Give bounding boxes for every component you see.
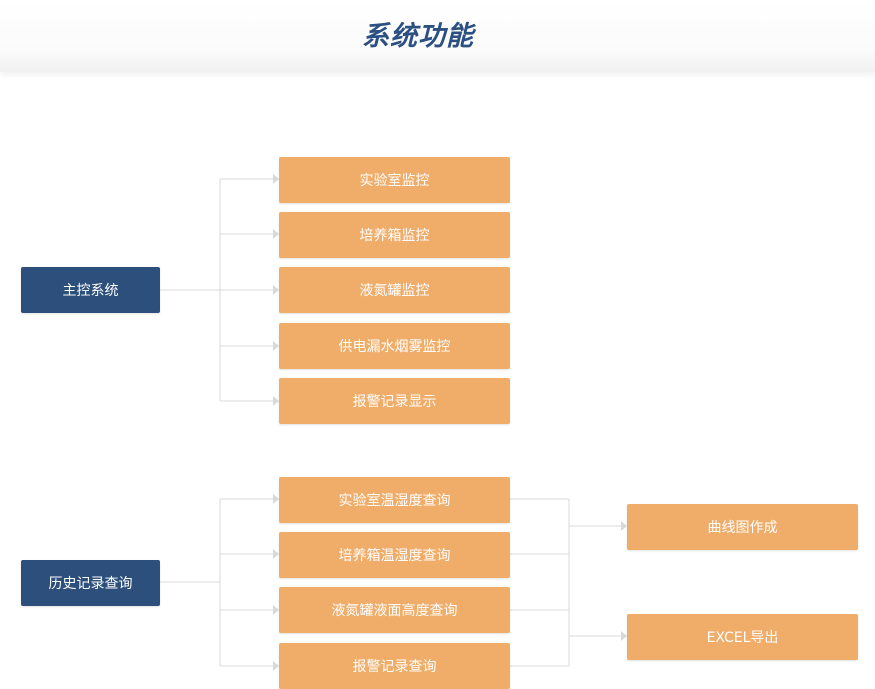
incubator-temp-humidity-query-node[interactable]: 培养箱温湿度查询 (279, 532, 510, 578)
alarm-record-display-node[interactable]: 报警记录显示 (279, 378, 510, 424)
arrowhead (273, 229, 279, 239)
arrowhead (621, 631, 627, 641)
excel-export-node[interactable]: EXCEL导出 (627, 614, 858, 660)
lab-temp-humidity-query-node[interactable]: 实验室温湿度查询 (279, 477, 510, 523)
page-title: 系统功能 (362, 21, 474, 52)
arrowhead (273, 285, 279, 295)
incubator-monitor-node[interactable]: 培养箱监控 (279, 212, 510, 258)
header-bar: 系统功能 (0, 0, 875, 72)
liquid-nitrogen-level-query-node[interactable]: 液氮罐液面高度查询 (279, 587, 510, 633)
arrowhead (621, 521, 627, 531)
main-control-system-node[interactable]: 主控系统 (21, 267, 160, 313)
arrowhead (273, 661, 279, 671)
arrowhead (273, 174, 279, 184)
liquid-nitrogen-monitor-node[interactable]: 液氮罐监控 (279, 267, 510, 313)
arrowhead (273, 549, 279, 559)
history-query-node[interactable]: 历史记录查询 (21, 560, 160, 606)
arrowhead (273, 494, 279, 504)
arrowhead (273, 341, 279, 351)
arrowhead (273, 396, 279, 406)
lab-monitor-node[interactable]: 实验室监控 (279, 157, 510, 203)
power-leak-smoke-monitor-node[interactable]: 供电漏水烟雾监控 (279, 323, 510, 369)
arrowhead (273, 605, 279, 615)
alarm-record-query-node[interactable]: 报警记录查询 (279, 643, 510, 689)
curve-chart-node[interactable]: 曲线图作成 (627, 504, 858, 550)
